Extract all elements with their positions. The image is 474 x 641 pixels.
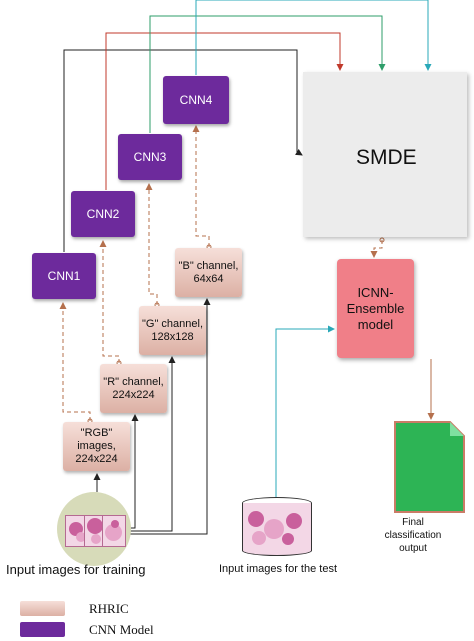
legend-label-cnn: CNN Model <box>89 622 154 637</box>
wire-train-b <box>128 298 211 535</box>
caption-test: Input images for the test <box>219 563 338 575</box>
training-images-icon <box>57 492 131 566</box>
dash-b-cnn4 <box>192 125 212 250</box>
wire-cnn4-smde <box>195 0 432 75</box>
cnn2-box: CNN2 <box>71 191 135 237</box>
r-channel-box: "R" channel, 224x224 <box>100 364 167 413</box>
wire-cnn2-smde <box>105 32 344 190</box>
wire-test-icnn <box>275 325 335 500</box>
dash-g-cnn3 <box>145 183 160 308</box>
cnn1-box: CNN1 <box>32 253 96 299</box>
wire-train-g <box>128 356 176 532</box>
input-image-stack-icon <box>242 497 312 556</box>
smde-label: SMDE <box>356 146 417 169</box>
legend-swatch-cnn <box>20 622 65 637</box>
caption-final-output: Final classification output <box>384 517 442 554</box>
dash-r-cnn2 <box>99 240 122 366</box>
cnn4-box: CNN4 <box>163 76 229 124</box>
dash-smde-icnn <box>370 237 385 258</box>
icnn-ensemble-box: ICNN- Ensemble model <box>337 259 414 358</box>
output-document-icon <box>394 421 465 513</box>
wire-cnn3-smde <box>149 15 386 133</box>
cnn3-box: CNN3 <box>118 134 182 180</box>
dash-rgb-cnn1 <box>59 302 93 424</box>
smde-panel <box>303 72 467 237</box>
legend-swatch-rhric <box>20 601 65 616</box>
wire-cnn1-smde <box>63 49 303 252</box>
caption-training: Input images for training <box>6 562 146 577</box>
g-channel-box: "G" channel, 128x128 <box>139 306 206 355</box>
b-channel-box: "B" channel, 64x64 <box>175 248 242 297</box>
rgb-images-box: "RGB" images, 224x224 <box>63 422 130 471</box>
legend-label-rhric: RHRIC <box>89 601 129 616</box>
